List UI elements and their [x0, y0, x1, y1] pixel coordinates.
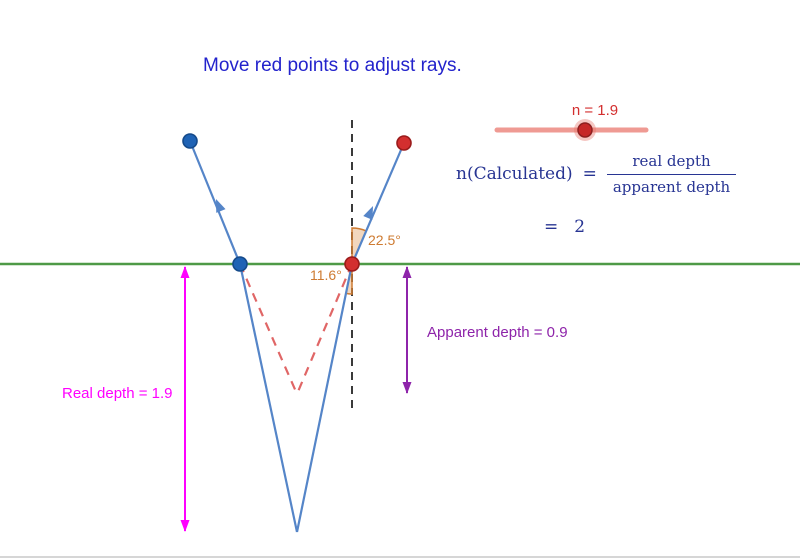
formula-equals: = [582, 164, 597, 184]
real-depth-arrow-bottom [180, 520, 190, 532]
formula-fraction: real depth apparent depth [606, 153, 737, 196]
apparent-depth-label: Apparent depth = 0.9 [427, 324, 568, 341]
virtual-ray-right [295, 263, 354, 395]
real-depth-arrow-top [180, 266, 190, 278]
refracted-ray-right [350, 142, 406, 265]
n-slider-label: n = 1.9 [572, 102, 618, 119]
apparent-depth-arrow-bottom [402, 382, 412, 394]
incident-ray-right [295, 263, 354, 533]
apparent-depth-arrow-top [402, 266, 412, 278]
virtual-ray-left [238, 263, 299, 395]
incident-ray-left [238, 263, 299, 533]
result-equals: = [544, 217, 559, 237]
red-point-surface[interactable] [344, 256, 360, 272]
refracted-ray-left [188, 140, 242, 265]
n-slider: n = 1.9 [494, 102, 649, 141]
refracted-ray-left-arrowhead [216, 199, 226, 213]
formula-numerator: real depth [606, 153, 737, 175]
real-depth-label: Real depth = 1.9 [62, 385, 173, 402]
result-value: 2 [574, 217, 586, 237]
blue-point-ray-left [182, 133, 198, 149]
formula-denominator: apparent depth [612, 177, 731, 196]
n-calculated-formula: n(Calculated) = real depth apparent dept… [456, 153, 737, 196]
n-calculated-result: = 2 [544, 217, 585, 237]
instruction-text: Move red points to adjust rays. [203, 55, 462, 76]
red-point-ray-right[interactable] [396, 135, 412, 151]
formula-lhs: n(Calculated) [456, 164, 573, 184]
refracted-ray-right-arrowhead [363, 206, 373, 220]
n-slider-handle[interactable] [577, 122, 593, 138]
blue-point-surface-left [232, 256, 248, 272]
incidence-angle-label: 11.6° [310, 267, 342, 283]
refraction-angle-label: 22.5° [368, 232, 401, 248]
